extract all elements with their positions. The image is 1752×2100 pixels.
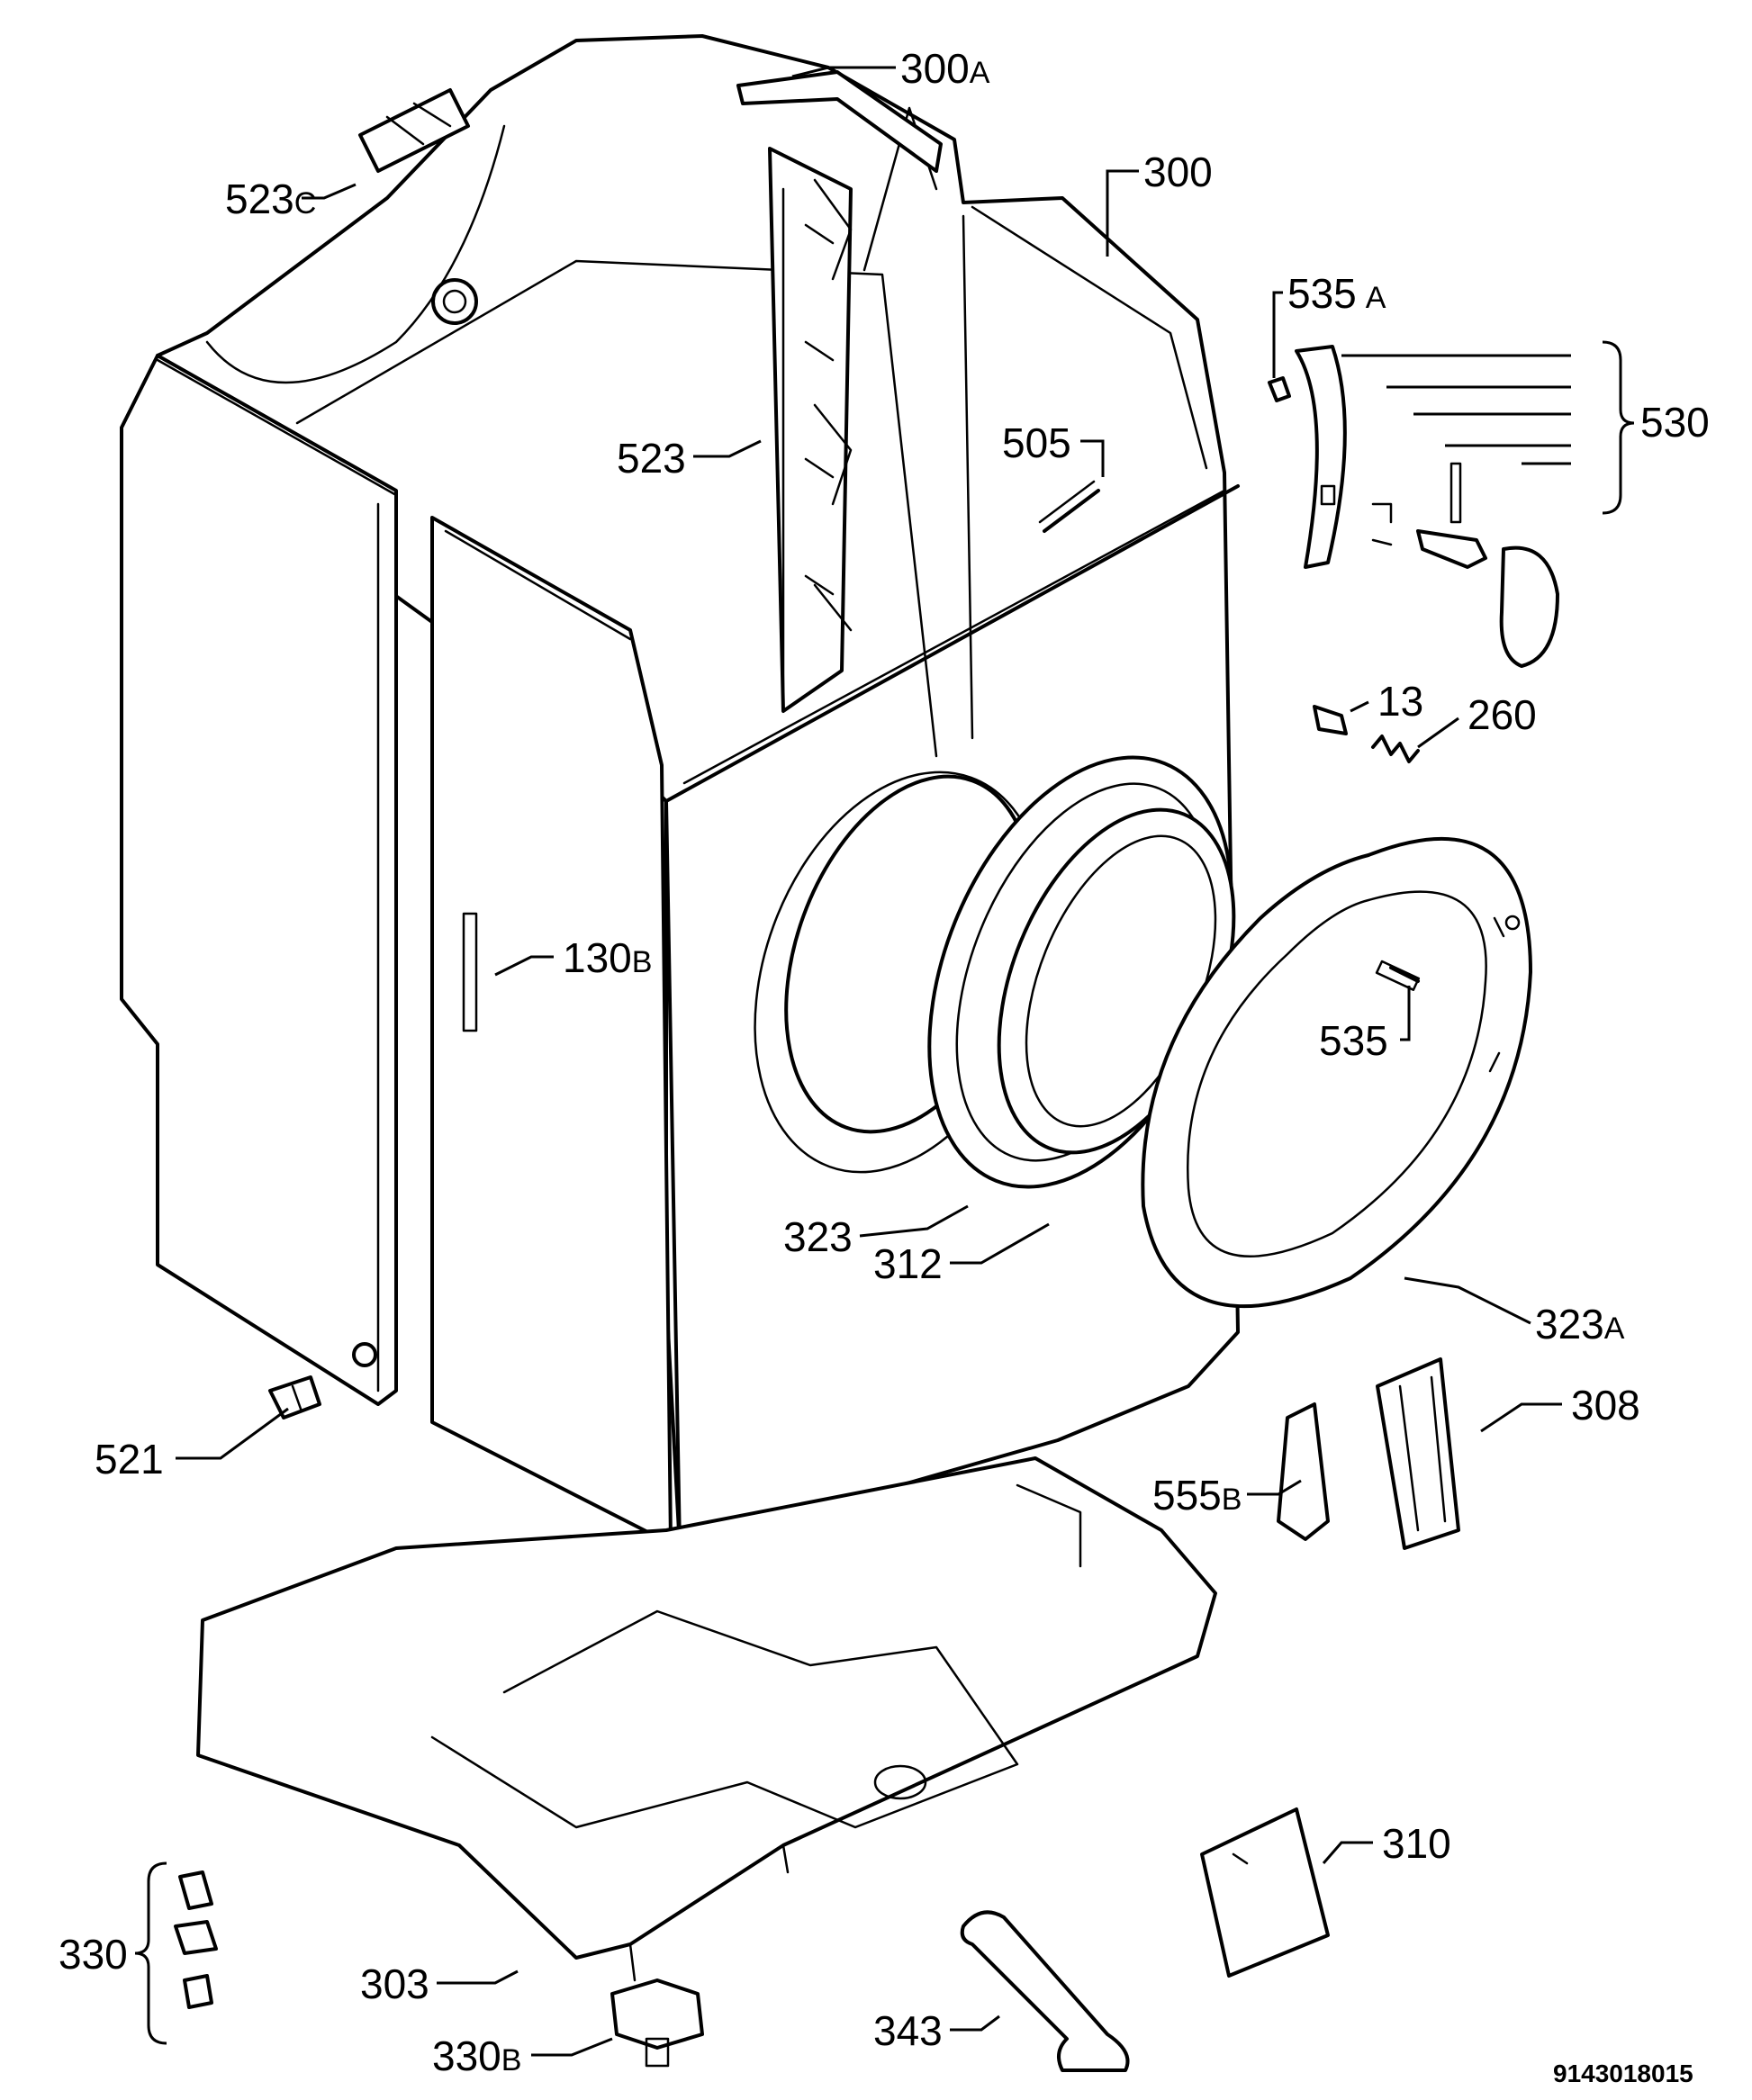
rail-part-523 xyxy=(768,147,853,713)
callout-130b: 130B xyxy=(563,934,652,981)
hinge-308 xyxy=(1376,1357,1460,1550)
callout-523: 523 xyxy=(617,435,686,482)
callout-530: 530 xyxy=(1640,399,1710,446)
callout-312: 312 xyxy=(873,1240,943,1287)
callout-555b: 555B xyxy=(1152,1472,1242,1519)
hardware-set-330 xyxy=(174,1870,218,2009)
callout-323a: 323A xyxy=(1535,1301,1625,1347)
cap-535a xyxy=(1268,376,1291,402)
callout-300: 300 xyxy=(1143,149,1213,195)
spring-260 xyxy=(1371,735,1420,763)
handle-assembly-530 xyxy=(1295,345,1559,668)
callout-535: 535 xyxy=(1319,1017,1388,1064)
callout-330b: 330B xyxy=(432,2032,521,2079)
callout-303: 303 xyxy=(360,1960,429,2007)
foot-330b xyxy=(610,1978,704,2068)
screw-521 xyxy=(268,1375,321,1420)
cover-310 xyxy=(1200,1807,1330,1978)
callout-13: 13 xyxy=(1377,678,1423,725)
left-side-panel xyxy=(120,354,398,1406)
leader-lines xyxy=(134,66,1635,2057)
wrench-343 xyxy=(960,1910,1130,2072)
callout-343: 343 xyxy=(873,2007,943,2054)
callout-260: 260 xyxy=(1468,691,1537,738)
base-frame-303 xyxy=(196,1456,1217,1982)
document-number: 9143018015 xyxy=(1553,2059,1693,2087)
shim-555b xyxy=(1277,1402,1330,1541)
callout-505: 505 xyxy=(1002,419,1071,466)
bushing-13 xyxy=(1313,705,1348,735)
pin-535 xyxy=(1375,960,1421,991)
callout-330: 330 xyxy=(59,1931,128,1978)
pin-505 xyxy=(1038,480,1100,533)
callout-310: 310 xyxy=(1382,1820,1451,1867)
side-panel-130b xyxy=(430,516,673,1546)
callout-308: 308 xyxy=(1571,1382,1640,1429)
callout-323: 323 xyxy=(783,1213,853,1260)
clip-523c xyxy=(358,88,470,173)
door-outer-ring-323a xyxy=(1141,836,1532,1309)
callout-521: 521 xyxy=(95,1436,164,1483)
callout-523c: 523C xyxy=(225,176,316,222)
callout-300a: 300A xyxy=(900,45,990,92)
